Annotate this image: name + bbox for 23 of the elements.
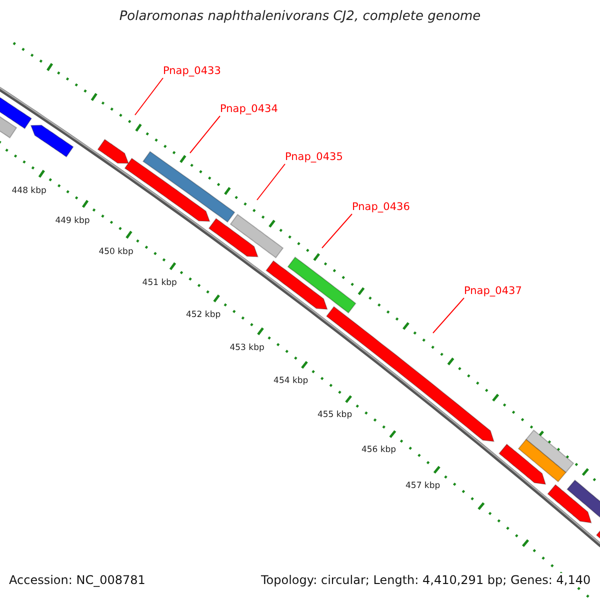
leader-line xyxy=(256,164,286,200)
accession-note: Accession: NC_008781 xyxy=(9,573,146,587)
scale-label: 455 kbp xyxy=(317,410,352,420)
gene-label: Pnap_0437 xyxy=(464,285,522,298)
scale-label: 448 kbp xyxy=(12,186,46,196)
leader-line xyxy=(134,78,164,116)
gene-label: Pnap_0434 xyxy=(220,103,278,116)
scale-label: 451 kbp xyxy=(142,278,177,288)
scale-label: 449 kbp xyxy=(55,216,90,226)
scale-label: 456 kbp xyxy=(361,445,396,456)
scale-label: 454 kbp xyxy=(274,376,308,386)
gene-label: Pnap_0433 xyxy=(163,65,221,78)
scale-label: 453 kbp xyxy=(230,342,264,353)
genome-summary: Topology: circular; Length: 4,410,291 bp; Genes: 4,140 xyxy=(261,573,591,587)
title: Polaromonas naphthalenivorans CJ2, complete genome xyxy=(118,9,482,24)
scale-label: 452 kbp xyxy=(186,310,221,320)
scale-label: 457 kbp xyxy=(406,480,440,491)
leader-line xyxy=(190,116,220,154)
leader-line xyxy=(322,214,352,248)
leader-line xyxy=(432,298,464,334)
gene-label: Pnap_0435 xyxy=(285,151,343,164)
gene-label: Pnap_0436 xyxy=(352,201,410,214)
scale-label: 450 kbp xyxy=(98,246,134,257)
